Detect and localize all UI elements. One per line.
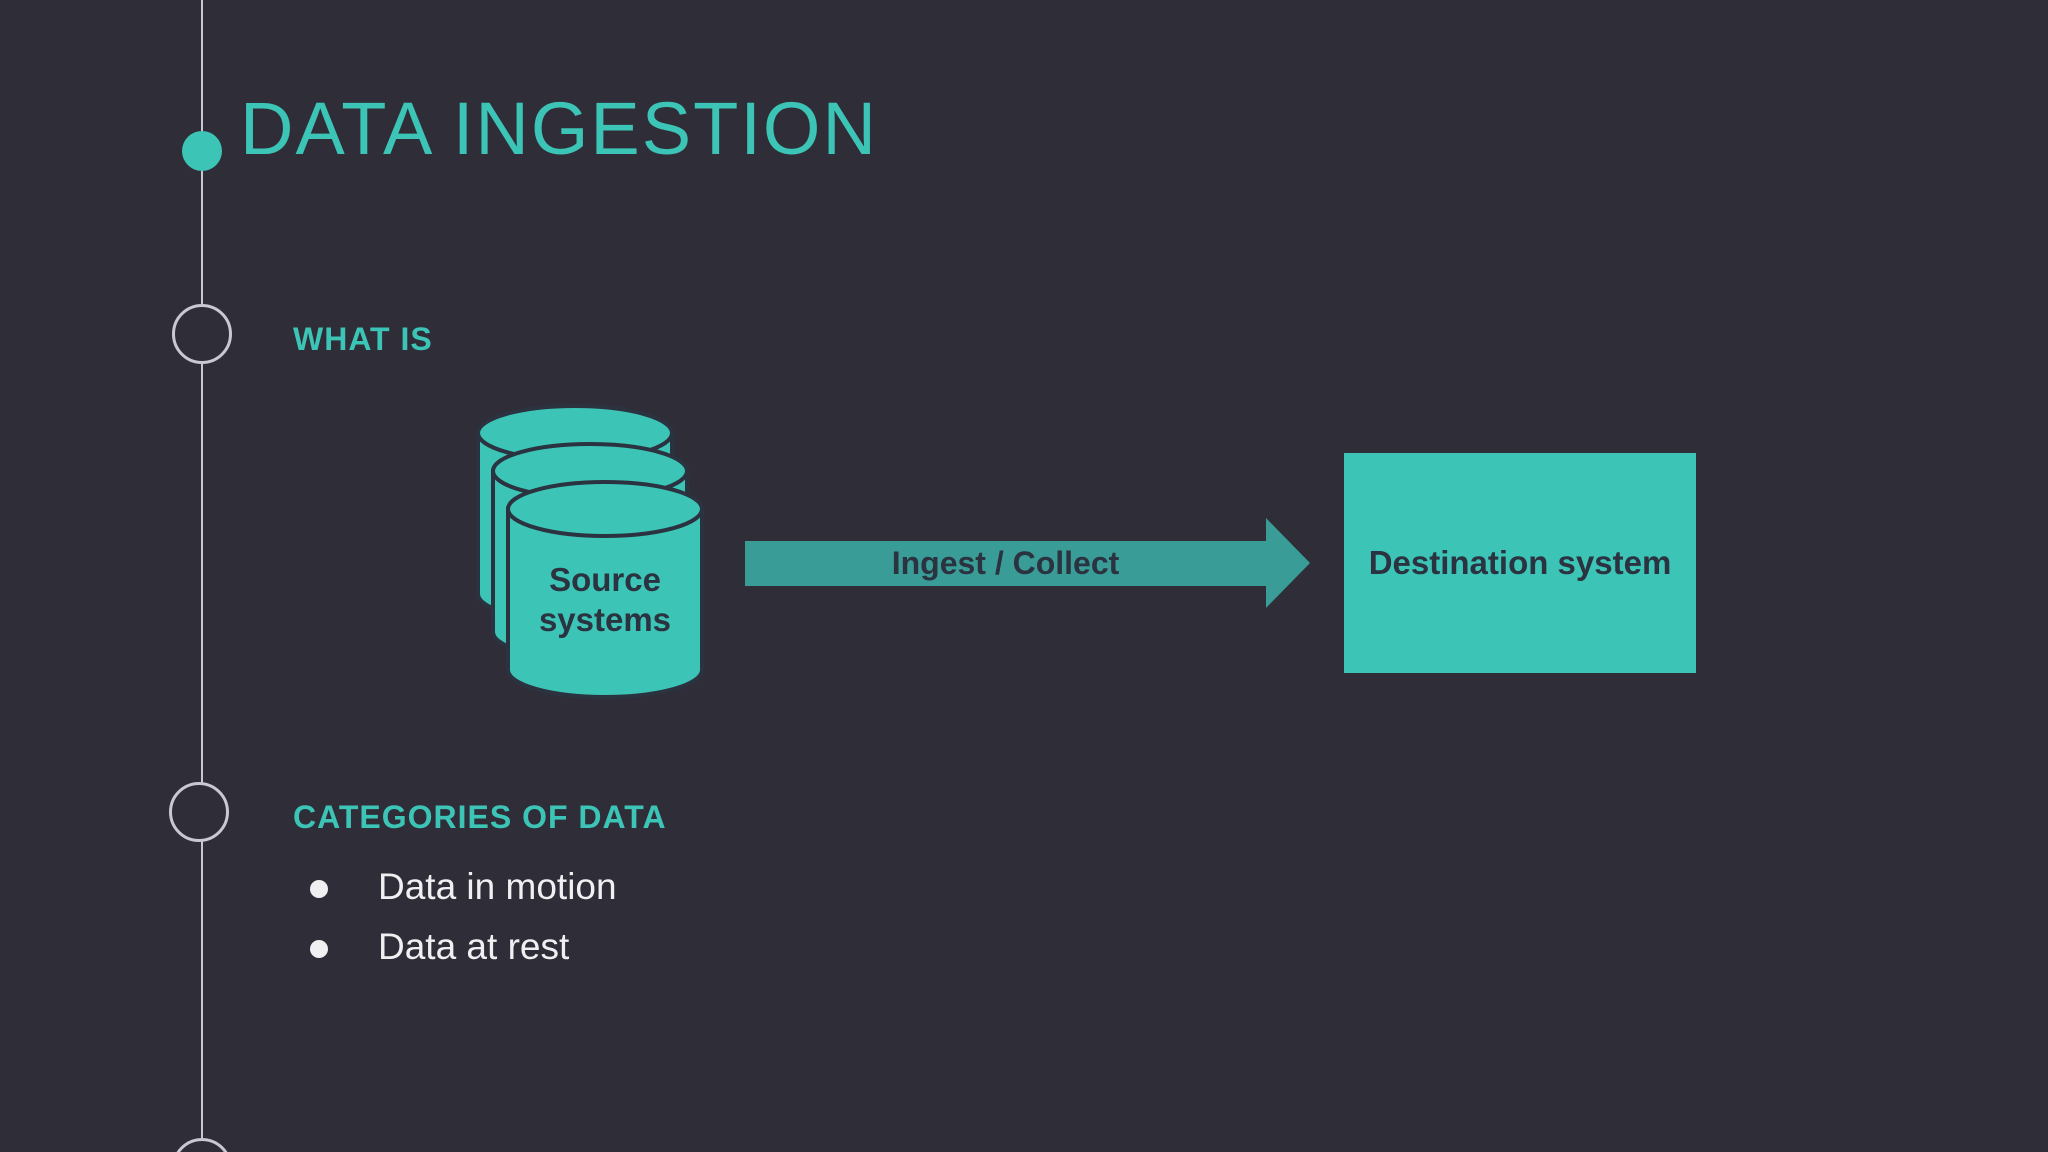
- ingest-collect-label: Ingest / Collect: [891, 545, 1120, 581]
- database-stack-icon: [476, 404, 704, 699]
- timeline-line: [201, 0, 203, 1152]
- timeline-node-circle-icon: [172, 1138, 232, 1152]
- timeline-dot-filled-icon: [182, 131, 222, 171]
- timeline-node-circle-icon: [169, 782, 229, 842]
- list-item: Data in motion: [310, 865, 617, 909]
- destination-system-label: Destination system: [1368, 544, 1672, 581]
- section-heading-what-is: WHAT IS: [293, 321, 433, 357]
- bullet-label: Data in motion: [378, 866, 617, 907]
- source-systems-label: Source systems: [538, 561, 672, 638]
- list-item: Data at rest: [310, 925, 569, 969]
- bullet-icon: [310, 880, 328, 898]
- bullet-icon: [310, 940, 328, 958]
- arrow-right-icon: [745, 518, 1310, 608]
- destination-system-box: Destination system: [1344, 453, 1696, 673]
- bullet-label: Data at rest: [378, 926, 570, 967]
- timeline-node-circle-icon: [172, 304, 232, 364]
- page-title: DATA INGESTION: [240, 87, 878, 170]
- section-heading-categories: CATEGORIES OF DATA: [293, 799, 667, 835]
